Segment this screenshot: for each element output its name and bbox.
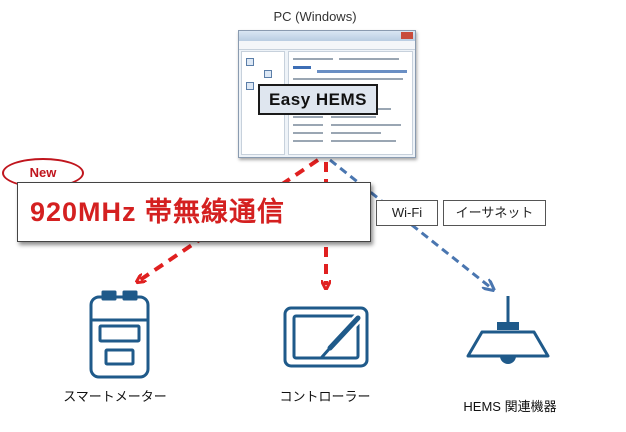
controller-label: コントローラー xyxy=(279,389,371,404)
lan-arrow-to-hems xyxy=(329,158,490,287)
hems-devices-label: HEMS 関連機器 xyxy=(463,399,557,414)
ceiling-lamp-icon xyxy=(466,296,550,364)
smart-meter-icon xyxy=(89,290,150,379)
controller-icon xyxy=(283,306,369,368)
pc-label: PC (Windows) xyxy=(273,9,357,24)
close-icon xyxy=(401,32,413,39)
ethernet-label: イーサネット xyxy=(443,200,546,226)
window-title-bar xyxy=(239,31,415,41)
radio-communication-label: 920MHz 帯無線通信 xyxy=(17,182,371,242)
device-icon xyxy=(264,70,272,78)
wifi-label: Wi-Fi xyxy=(376,200,438,226)
smart-meter-label: スマートメーター xyxy=(63,389,167,404)
app-name-label: Easy HEMS xyxy=(258,84,378,115)
device-icon xyxy=(246,82,254,90)
device-icon xyxy=(246,58,254,66)
window-toolbar xyxy=(239,41,415,50)
